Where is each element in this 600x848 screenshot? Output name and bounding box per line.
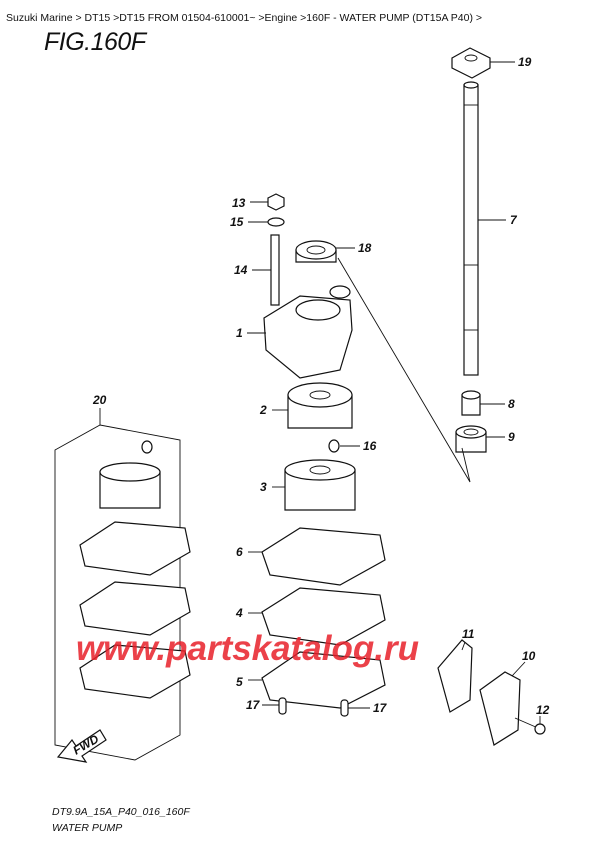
fwd-arrow-icon: FWD bbox=[56, 729, 107, 763]
callout-10[interactable]: 10 bbox=[522, 649, 536, 663]
part-4-plate[interactable] bbox=[261, 587, 386, 646]
part-19-cap[interactable] bbox=[451, 47, 491, 79]
callout-13[interactable]: 13 bbox=[232, 196, 246, 210]
callout-1[interactable]: 1 bbox=[236, 326, 243, 340]
part-10-bracket[interactable] bbox=[479, 671, 521, 746]
caption: WATER PUMP bbox=[52, 822, 123, 834]
part-18-oil-seal[interactable] bbox=[295, 240, 337, 263]
part-15-washer[interactable] bbox=[267, 217, 285, 227]
callout-2[interactable]: 2 bbox=[259, 403, 267, 417]
callout-7[interactable]: 7 bbox=[510, 213, 518, 227]
leader-lines bbox=[99, 61, 541, 724]
figure-title: FIG.160F bbox=[44, 28, 146, 56]
callout-15[interactable]: 15 bbox=[230, 215, 244, 229]
callout-8[interactable]: 8 bbox=[508, 397, 515, 411]
callout-17[interactable]: 17 bbox=[246, 698, 261, 712]
callout-16[interactable]: 16 bbox=[363, 439, 377, 453]
callout-4[interactable]: 4 bbox=[235, 606, 243, 620]
part-12-screw[interactable] bbox=[514, 717, 546, 735]
callout-3[interactable]: 3 bbox=[260, 480, 267, 494]
callout-5[interactable]: 5 bbox=[236, 675, 243, 689]
part-17-pin[interactable] bbox=[340, 699, 349, 717]
part-5-gasket[interactable] bbox=[261, 651, 386, 709]
callout-11[interactable]: 11 bbox=[462, 627, 475, 641]
part-11-bracket[interactable] bbox=[437, 639, 473, 713]
part-7-water-tube[interactable] bbox=[463, 81, 479, 376]
breadcrumb[interactable]: Suzuki Marine > DT15 >DT15 FROM 01504-61… bbox=[6, 12, 483, 24]
part-1-pump-case[interactable] bbox=[263, 285, 353, 379]
part-16-key[interactable] bbox=[328, 439, 340, 453]
part-14-stud[interactable] bbox=[270, 234, 280, 306]
watermark: www.partskatalog.ru bbox=[76, 629, 419, 668]
callout-6[interactable]: 6 bbox=[236, 545, 243, 559]
part-17-pin[interactable] bbox=[278, 697, 287, 715]
part-20-repair-kit[interactable] bbox=[54, 424, 191, 761]
callout-9[interactable]: 9 bbox=[508, 430, 515, 444]
part-13-nut[interactable] bbox=[267, 193, 285, 211]
part-3-impeller[interactable] bbox=[284, 459, 356, 511]
part-8-grommet[interactable] bbox=[461, 390, 481, 416]
callout-14[interactable]: 14 bbox=[234, 263, 248, 277]
callout-19[interactable]: 19 bbox=[518, 55, 532, 69]
callout-12[interactable]: 12 bbox=[536, 703, 550, 717]
callout-18[interactable]: 18 bbox=[358, 241, 372, 255]
part-9-seal[interactable] bbox=[455, 425, 487, 453]
callout-17[interactable]: 17 bbox=[373, 701, 388, 715]
part-2-liner[interactable] bbox=[287, 382, 353, 429]
drawing-code: DT9.9A_15A_P40_016_160F bbox=[52, 806, 190, 818]
part-6-gasket[interactable] bbox=[261, 527, 386, 586]
callout-20[interactable]: 20 bbox=[92, 393, 107, 407]
